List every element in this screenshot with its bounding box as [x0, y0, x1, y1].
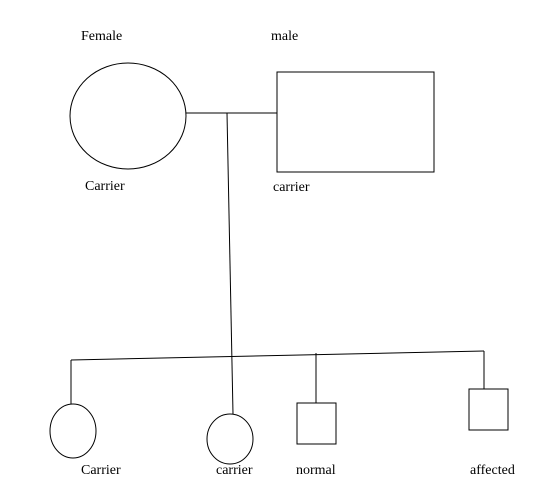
child-1-female-symbol	[49, 403, 97, 459]
child-3-status: normal	[296, 463, 336, 478]
male-parent-heading: male	[271, 29, 299, 44]
male-parent-symbol	[276, 71, 435, 173]
sibship-line	[70, 350, 485, 361]
female-parent-symbol	[69, 62, 187, 170]
descent-line	[226, 112, 234, 415]
female-parent-heading: Female	[81, 29, 123, 44]
child-2-female-symbol	[206, 413, 254, 465]
child-3-male-symbol	[296, 402, 337, 445]
child-2-status: carrier	[216, 463, 253, 478]
child-1-status: Carrier	[81, 463, 121, 478]
male-parent-status: carrier	[273, 180, 310, 195]
child-4-male-symbol	[468, 388, 509, 431]
child-4-status: affected	[470, 463, 515, 478]
female-parent-status: Carrier	[85, 179, 125, 194]
